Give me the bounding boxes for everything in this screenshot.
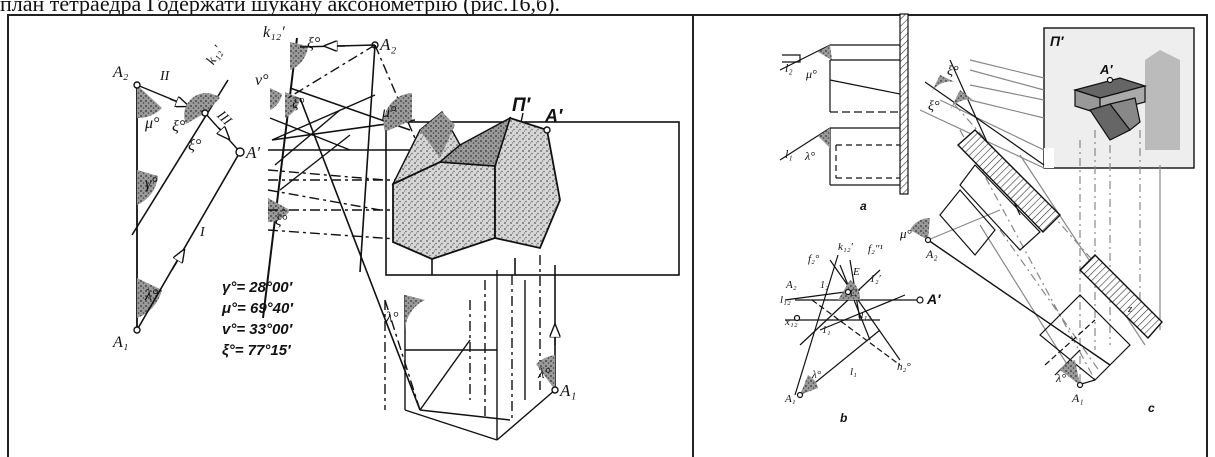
label-a-prime-b: A′ bbox=[926, 291, 941, 307]
label-one-1: 1₁ bbox=[822, 325, 830, 336]
plane-pi-prime bbox=[385, 121, 680, 276]
label-lambda-right: λ° bbox=[385, 310, 399, 326]
label-a1-right: A₁ bbox=[559, 381, 576, 400]
value-gamma: γ°= 28°00′ bbox=[222, 279, 294, 296]
solid-front-face bbox=[392, 161, 496, 260]
label-x12: x₁₂ bbox=[784, 316, 798, 328]
value-mu: μ°= 69°40′ bbox=[221, 300, 294, 317]
angle-xi-bottom-sector bbox=[268, 198, 290, 223]
label-xi-bottom: ξ° bbox=[275, 213, 287, 229]
label-panel-a: a bbox=[860, 199, 867, 213]
label-lambda: λ° bbox=[144, 287, 159, 304]
angle-xi-sector bbox=[184, 93, 220, 124]
label-a1: A₁ bbox=[112, 334, 128, 351]
solid-right-face bbox=[494, 116, 561, 250]
label-mu-right: μ° bbox=[381, 104, 397, 121]
left-figure-labels: A₂ II k₁₂′ μ° ξ° ξ° III A′ γ° I λ° A₁ γ°… bbox=[112, 24, 576, 400]
right-figure-labels: l₂ μ° l₁ λ° a f₂° k₁₂′ f₂″¹ E A₂ 1₂ 1₂′ … bbox=[780, 33, 1155, 425]
angle-mu-sector bbox=[137, 85, 162, 119]
label-xi-2: ξ° bbox=[928, 99, 940, 114]
label-xi-mid: ξ° bbox=[292, 96, 304, 112]
label-xi-a: ξ° bbox=[172, 118, 186, 135]
label-z: z bbox=[1127, 303, 1133, 315]
angle-lambda-right-sector bbox=[405, 295, 425, 330]
label-k12-b: k₁₂′ bbox=[838, 241, 854, 253]
label-a2-c: A₂ bbox=[925, 247, 938, 261]
angle-lambda-sector bbox=[137, 278, 162, 318]
label-ii: II bbox=[159, 69, 171, 84]
label-mu-a: μ° bbox=[805, 67, 817, 81]
label-one-2b: 1₂′ bbox=[870, 274, 881, 285]
label-xi-1: ξ° bbox=[947, 64, 959, 79]
label-lambda-mid: λ° bbox=[537, 366, 551, 382]
label-a1-b: A₁ bbox=[784, 393, 796, 405]
page-caption: план тетраедра Годержати шукану аксономе… bbox=[0, 0, 561, 16]
label-e: E bbox=[852, 266, 860, 278]
angle-xi-top-sector bbox=[290, 42, 308, 70]
angle-lambda-mid-sector bbox=[536, 355, 555, 390]
label-lambda-b: λ° bbox=[811, 369, 822, 381]
angle-gamma-sector bbox=[137, 170, 158, 205]
label-l2: l₂ bbox=[785, 61, 793, 75]
angle-mu-right-sector bbox=[383, 93, 412, 132]
label-h2: h₂° bbox=[897, 361, 911, 373]
label-a-prime-box: A′ bbox=[1099, 62, 1113, 77]
label-lambda-c: λ° bbox=[1055, 371, 1066, 385]
value-nu: v°= 33°00′ bbox=[222, 321, 294, 338]
label-panel-c: c bbox=[1148, 401, 1155, 415]
label-u12: u₁₂ bbox=[858, 309, 871, 321]
label-c: C bbox=[850, 288, 857, 299]
label-f2: f₂° bbox=[808, 253, 820, 265]
label-plane-c: П′ bbox=[1050, 33, 1064, 49]
label-xi-top: ξ° bbox=[307, 35, 321, 52]
label-mu: μ° bbox=[144, 115, 160, 132]
label-i: I bbox=[199, 225, 206, 240]
label-l1: l₁ bbox=[785, 147, 793, 161]
label-xi-b: ξ° bbox=[188, 137, 202, 154]
label-a2: A₂ bbox=[112, 64, 129, 81]
figure-frame bbox=[7, 14, 1208, 457]
label-a2-right: A₂ bbox=[379, 35, 396, 54]
line-a1-aprime bbox=[136, 151, 241, 331]
panel-b bbox=[784, 254, 924, 399]
label-panel-b: b bbox=[840, 411, 847, 425]
label-a2-b: A₂ bbox=[785, 279, 797, 291]
point-aprime-left bbox=[235, 147, 245, 157]
value-xi: ξ°= 77°15′ bbox=[222, 342, 292, 359]
label-l1-b: l₁ bbox=[850, 366, 857, 378]
panel-a bbox=[779, 13, 909, 195]
label-a-prime: A′ bbox=[245, 143, 260, 162]
left-figure bbox=[131, 37, 680, 441]
label-nu: v° bbox=[255, 72, 269, 89]
label-plane: П′ bbox=[512, 95, 532, 116]
panel-c bbox=[910, 27, 1195, 390]
right-figure bbox=[779, 13, 1195, 399]
label-gamma: γ° bbox=[145, 175, 158, 192]
label-k12-left: k₁₂′ bbox=[204, 43, 227, 68]
line-k12-vertical bbox=[262, 37, 298, 319]
label-one-2: 1₂ bbox=[820, 280, 829, 291]
label-k12-top: k₁₂′ bbox=[263, 24, 285, 41]
label-f2-alt: f₂″¹ bbox=[868, 243, 883, 255]
label-l12: l₁₂ bbox=[780, 294, 791, 306]
label-lambda-a: λ° bbox=[804, 149, 815, 163]
label-a-prime-plane: A′ bbox=[544, 106, 563, 126]
label-a1-c: A₁ bbox=[1071, 391, 1084, 405]
figure-divider bbox=[692, 14, 694, 457]
label-mu-c: μ° bbox=[899, 226, 912, 241]
